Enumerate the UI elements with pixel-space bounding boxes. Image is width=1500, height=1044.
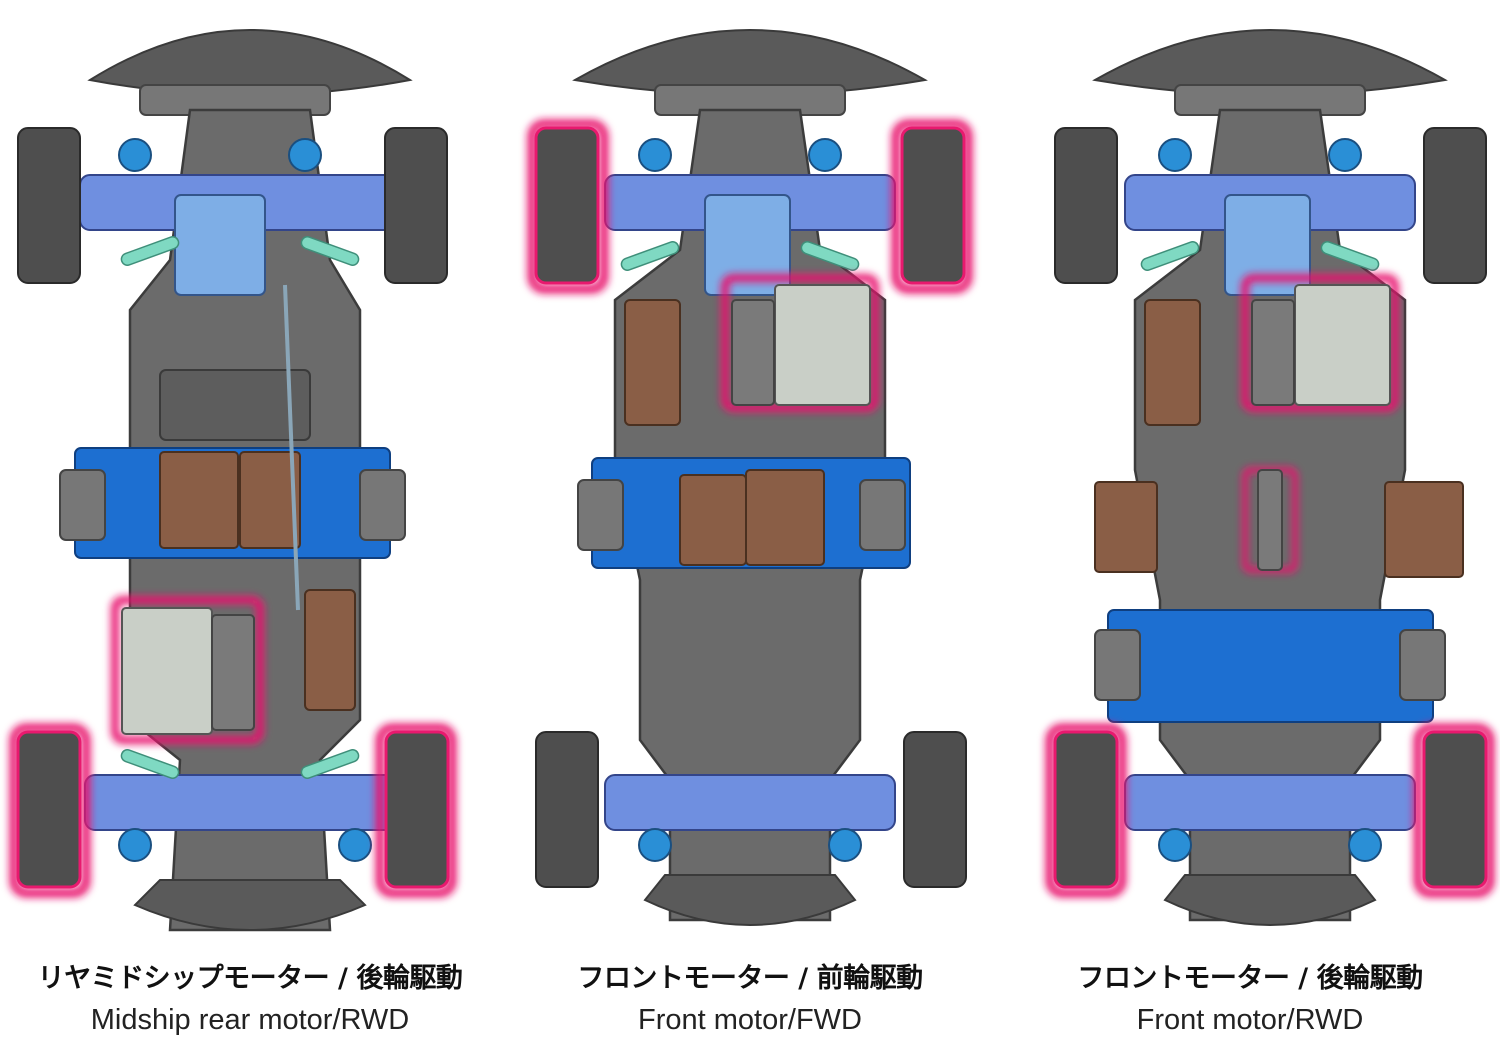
rear-left-wheel-highlight — [9, 723, 91, 898]
front-left-shock — [118, 138, 152, 172]
rear-left-wheel — [16, 730, 82, 889]
battery-pack — [1107, 609, 1434, 723]
esc — [1384, 481, 1464, 578]
receiver — [679, 474, 747, 566]
front-right-link — [300, 236, 360, 266]
front-right-wheel — [1423, 127, 1487, 284]
front-right-link — [1320, 241, 1380, 271]
rear-right-shock — [828, 828, 862, 862]
front-left-link — [120, 236, 180, 266]
layout-panel-front-rwd: フロントモーター / 後輪駆動 Front motor/RWD — [1000, 0, 1500, 1044]
gearbox — [211, 614, 255, 731]
right-battery-holder — [359, 469, 406, 541]
front-left-shock — [638, 138, 672, 172]
rear-suspension-arms — [604, 774, 896, 831]
front-left-shock — [1158, 138, 1192, 172]
rear-right-shock — [338, 828, 372, 862]
rear-right-wheel-highlight — [375, 723, 457, 898]
left-battery-holder — [59, 469, 106, 541]
rear-bumper — [643, 874, 857, 926]
front-right-wheel — [900, 126, 966, 285]
center-driveshaft — [1257, 469, 1283, 571]
front-right-shock — [808, 138, 842, 172]
rear-left-wheel-highlight — [1045, 723, 1127, 898]
front-left-link — [1140, 241, 1200, 271]
rear-left-wheel — [1053, 730, 1119, 889]
gearbox — [1251, 299, 1295, 406]
front-bulkhead — [704, 194, 791, 296]
front-left-link — [620, 241, 680, 271]
rear-suspension-arms — [1124, 774, 1416, 831]
layout-panel-midship-rwd: リヤミドシップモーター / 後輪駆動 Midship rear motor/RW… — [0, 0, 500, 1044]
servo — [624, 299, 681, 426]
rear-bumper — [133, 879, 367, 931]
receiver — [1094, 481, 1158, 573]
front-left-wheel — [17, 127, 81, 284]
front-right-shock — [288, 138, 322, 172]
right-battery-holder — [859, 479, 906, 551]
chassis-diagram — [1045, 29, 1495, 926]
rear-left-link — [120, 749, 180, 779]
rear-right-wheel — [384, 730, 450, 889]
layout-panel-front-fwd: フロントモーター / 前輪駆動 Front motor/FWD — [500, 0, 1000, 1044]
front-bulkhead — [174, 194, 266, 296]
upper-deck — [159, 369, 311, 441]
front-right-link — [800, 241, 860, 271]
motor — [774, 284, 871, 406]
caption-japanese: リヤミドシップモーター / 後輪駆動 — [37, 963, 463, 994]
caption-japanese: フロントモーター / 後輪駆動 — [1077, 963, 1423, 994]
esc — [159, 451, 239, 549]
caption-english: Front motor/FWD — [638, 1004, 862, 1036]
servo — [304, 589, 356, 711]
steering-rod — [283, 284, 300, 611]
rear-right-wheel-highlight — [1413, 723, 1495, 898]
front-right-wheel-highlight — [891, 119, 973, 294]
left-battery-holder — [577, 479, 624, 551]
chassis-diagram — [9, 29, 457, 932]
front-bulkhead — [1224, 194, 1311, 296]
caption-english: Front motor/RWD — [1136, 1004, 1364, 1036]
front-left-wheel — [534, 126, 600, 285]
rear-right-shock — [1348, 828, 1382, 862]
receiver — [239, 451, 301, 549]
right-battery-holder — [1399, 629, 1446, 701]
motor-highlight — [111, 596, 264, 744]
rear-right-wheel — [1422, 730, 1488, 889]
rear-left-wheel — [535, 731, 599, 888]
front-right-wheel — [384, 127, 448, 284]
caption-japanese: フロントモーター / 前輪駆動 — [577, 963, 923, 994]
esc — [745, 469, 825, 566]
motor — [1294, 284, 1391, 406]
gearbox — [731, 299, 775, 406]
rear-bumper — [1163, 874, 1377, 926]
motor — [121, 607, 213, 735]
rear-left-shock — [638, 828, 672, 862]
rear-left-shock — [1158, 828, 1192, 862]
servo — [1144, 299, 1201, 426]
rear-right-wheel — [903, 731, 967, 888]
motor-highlight — [721, 274, 879, 412]
motor-highlight — [1241, 274, 1399, 412]
left-battery-holder — [1094, 629, 1141, 701]
front-left-wheel — [1054, 127, 1118, 284]
front-left-wheel-highlight — [527, 119, 609, 294]
caption-english: Midship rear motor/RWD — [90, 1004, 410, 1036]
rear-suspension-arms — [84, 774, 416, 831]
front-right-shock — [1328, 138, 1362, 172]
rear-right-link — [300, 749, 360, 779]
chassis-diagram — [527, 29, 973, 926]
rear-left-shock — [118, 828, 152, 862]
